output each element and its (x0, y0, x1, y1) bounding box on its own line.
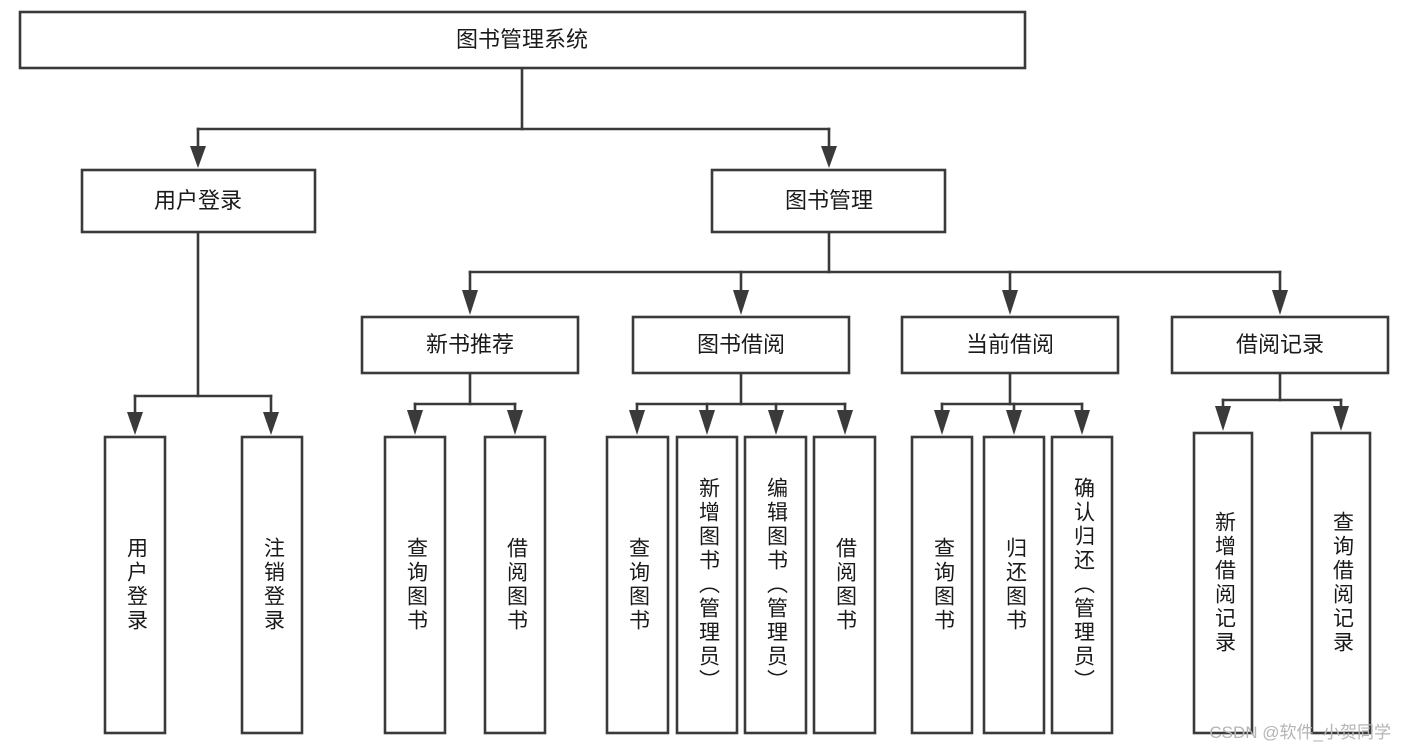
node-book-borrow-box[interactable] (631, 315, 851, 375)
arrow-head-leaf-add-book (699, 410, 715, 435)
arrow-head-book-manage (821, 146, 837, 168)
node-leaf-add-book[interactable]: 新增图书（管理员） (675, 435, 739, 735)
node-leaf-query-book-1[interactable]: 查询图书 (383, 435, 447, 735)
node-leaf-user-login-label: 用户登录 (125, 537, 149, 633)
arrow-head-leaf-query-book-3 (934, 410, 950, 435)
node-new-book-recommend-label: 新书推荐 (426, 332, 514, 357)
arrow-head-borrow-record (1272, 290, 1288, 315)
node-leaf-add-record[interactable]: 新增借阅记录 (1192, 431, 1254, 735)
arrow-head-leaf-borrow-book-2 (837, 410, 853, 435)
node-leaf-edit-book-box[interactable] (743, 435, 808, 735)
node-book-manage-label: 图书管理 (785, 188, 873, 213)
node-user-login-box[interactable] (80, 168, 317, 234)
node-leaf-add-book-box[interactable] (675, 435, 739, 735)
node-leaf-query-book-3-label: 查询图书 (932, 537, 956, 633)
node-user-login[interactable]: 用户登录 (80, 168, 317, 234)
node-leaf-query-record-box[interactable] (1310, 431, 1372, 735)
node-leaf-return-book-box[interactable] (982, 435, 1046, 735)
node-current-borrow-box[interactable] (900, 315, 1120, 375)
arrow-head-leaf-confirm-return (1074, 410, 1090, 435)
node-new-book-recommend-box[interactable] (360, 315, 580, 375)
arrow-head-book-borrow (733, 290, 749, 315)
node-current-borrow-label: 当前借阅 (966, 332, 1054, 357)
node-root-label: 图书管理系统 (456, 27, 588, 52)
node-new-book-recommend[interactable]: 新书推荐 (360, 315, 580, 375)
arrow-head-leaf-return-book (1006, 410, 1022, 435)
node-current-borrow[interactable]: 当前借阅 (900, 315, 1120, 375)
node-leaf-user-login-box[interactable] (103, 435, 167, 735)
node-leaf-user-logout[interactable]: 注销登录 (240, 435, 304, 735)
node-book-manage-box[interactable] (710, 168, 947, 234)
connector-layer (127, 66, 1349, 435)
node-leaf-return-book-label: 归还图书 (1004, 537, 1028, 633)
node-book-borrow-label: 图书借阅 (697, 332, 785, 357)
csdn-watermark: CSDN @软件_小贺同学 (1209, 723, 1391, 742)
arrow-head-leaf-edit-book (768, 410, 784, 435)
node-book-borrow[interactable]: 图书借阅 (631, 315, 851, 375)
node-leaf-add-record-label: 新增借阅记录 (1213, 511, 1237, 655)
node-leaf-query-record-label: 查询借阅记录 (1331, 511, 1355, 655)
arrow-head-leaf-query-book-1 (407, 410, 423, 435)
arrow-head-leaf-user-login (127, 412, 143, 435)
node-root[interactable]: 图书管理系统 (18, 10, 1027, 70)
node-book-manage[interactable]: 图书管理 (710, 168, 947, 234)
node-leaf-borrow-book-2[interactable]: 借阅图书 (812, 435, 877, 735)
node-leaf-borrow-book-1[interactable]: 借阅图书 (483, 435, 547, 735)
node-leaf-query-book-3-box[interactable] (910, 435, 974, 735)
node-leaf-borrow-book-2-box[interactable] (812, 435, 877, 735)
node-leaf-confirm-return[interactable]: 确认归还（管理员） (1050, 435, 1114, 735)
node-leaf-return-book[interactable]: 归还图书 (982, 435, 1046, 735)
node-leaf-edit-book[interactable]: 编辑图书（管理员） (743, 435, 808, 735)
node-leaf-borrow-book-1-label: 借阅图书 (505, 537, 529, 633)
node-leaf-query-book-2-box[interactable] (605, 435, 670, 735)
node-leaf-user-logout-box[interactable] (240, 435, 304, 735)
node-user-login-label: 用户登录 (154, 188, 242, 213)
node-leaf-add-record-box[interactable] (1192, 431, 1254, 735)
node-leaf-borrow-book-2-label: 借阅图书 (834, 537, 858, 633)
node-borrow-record-box[interactable] (1170, 315, 1390, 375)
node-leaf-confirm-return-box[interactable] (1050, 435, 1114, 735)
node-leaf-edit-book-label: 编辑图书（管理员） (765, 477, 789, 693)
arrow-head-current-borrow (1002, 290, 1018, 315)
node-leaf-query-book-1-box[interactable] (383, 435, 447, 735)
node-leaf-confirm-return-label: 确认归还（管理员） (1072, 477, 1096, 693)
node-leaf-user-logout-label: 注销登录 (262, 537, 286, 633)
node-root-box[interactable] (18, 10, 1027, 70)
arrow-head-leaf-query-book-2 (629, 410, 645, 435)
node-leaf-add-book-label: 新增图书（管理员） (697, 477, 721, 693)
node-leaf-query-record[interactable]: 查询借阅记录 (1310, 431, 1372, 735)
node-leaf-query-book-1-label: 查询图书 (405, 537, 429, 633)
node-leaf-borrow-book-1-box[interactable] (483, 435, 547, 735)
arrow-head-leaf-borrow-book-1 (507, 410, 523, 435)
arrow-head-leaf-query-record (1333, 406, 1349, 431)
node-leaf-user-login[interactable]: 用户登录 (103, 435, 167, 735)
node-leaf-query-book-3[interactable]: 查询图书 (910, 435, 974, 735)
node-borrow-record-label: 借阅记录 (1236, 332, 1324, 357)
arrow-head-leaf-add-record (1215, 406, 1231, 431)
node-leaf-query-book-2[interactable]: 查询图书 (605, 435, 670, 735)
arrow-head-new-book-recommend (462, 290, 478, 315)
arrow-head-leaf-user-logout (263, 412, 279, 435)
arrow-head-user-login (190, 146, 206, 168)
node-borrow-record[interactable]: 借阅记录 (1170, 315, 1390, 375)
node-leaf-query-book-2-label: 查询图书 (627, 537, 651, 633)
